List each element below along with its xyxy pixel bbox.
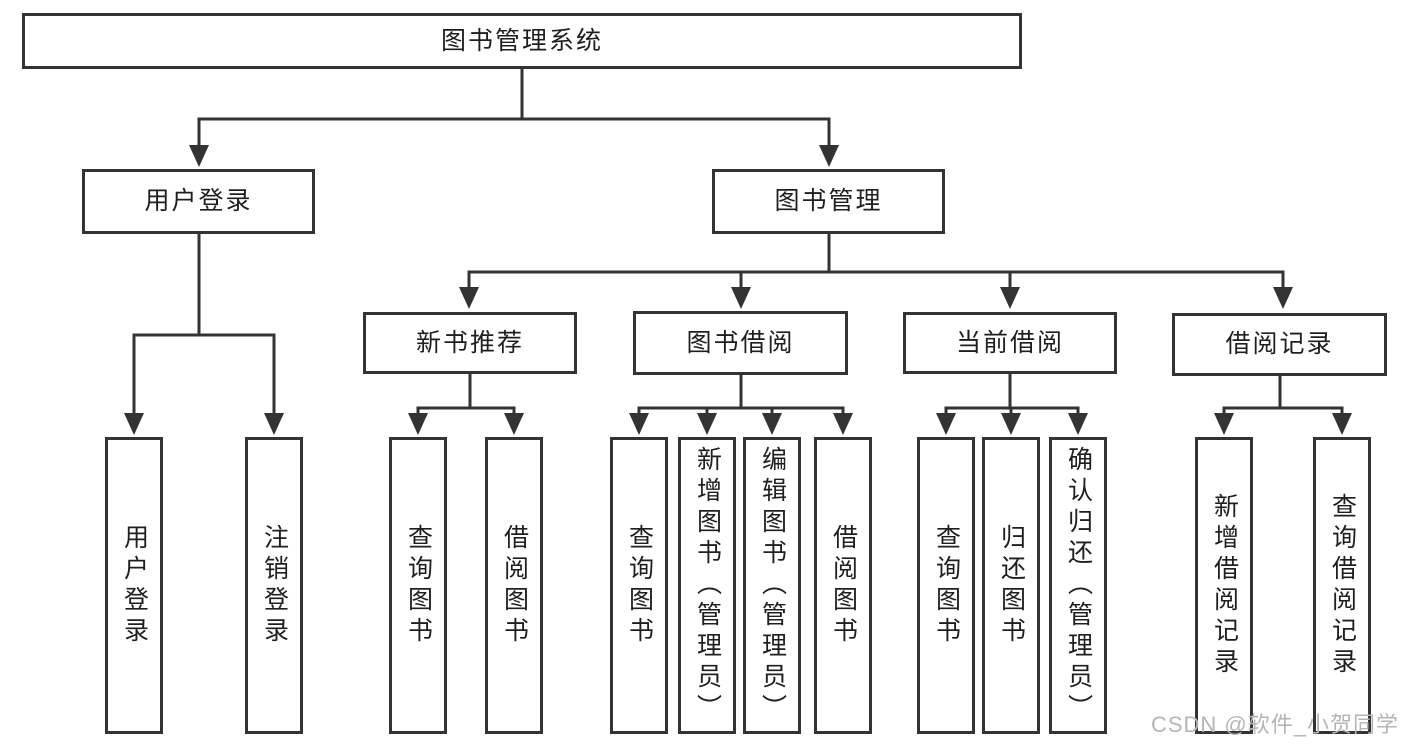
arrow-down-icon <box>629 413 649 435</box>
arrow-down-icon <box>762 413 782 435</box>
node-user-login: 用户登录 <box>82 169 315 234</box>
leaf-confirm-return-admin: 确认归还（管理员） <box>1049 437 1107 734</box>
arrow-down-icon <box>189 145 209 167</box>
arrow-down-icon <box>408 413 428 435</box>
arrow-down-icon <box>819 145 839 167</box>
leaf-label: 查询图书 <box>932 523 961 648</box>
node-label: 用户登录 <box>144 187 253 215</box>
leaf-add-books-admin: 新增图书（管理员） <box>678 437 736 734</box>
node-library-management-system: 图书管理系统 <box>22 13 1022 69</box>
leaf-return-books: 归还图书 <box>982 437 1040 734</box>
leaf-label: 确认归还（管理员） <box>1064 446 1093 725</box>
node-book-management: 图书管理 <box>712 169 945 234</box>
leaf-add-borrow-record: 新增借阅记录 <box>1195 437 1253 734</box>
node-borrowing-records: 借阅记录 <box>1172 313 1387 376</box>
node-label: 图书管理 <box>774 187 883 215</box>
node-book-borrowing: 图书借阅 <box>633 311 848 375</box>
leaf-label: 新增借阅记录 <box>1210 492 1239 679</box>
leaf-query-borrow-record: 查询借阅记录 <box>1313 437 1371 734</box>
leaf-label: 用户登录 <box>120 523 149 648</box>
leaf-query-books: 查询图书 <box>917 437 975 734</box>
node-label: 借阅记录 <box>1225 330 1334 358</box>
leaf-query-books: 查询图书 <box>389 437 447 734</box>
leaf-logout: 注销登录 <box>245 437 303 734</box>
arrow-down-icon <box>504 413 524 435</box>
arrow-down-icon <box>1214 413 1234 435</box>
arrow-down-icon <box>1001 413 1021 435</box>
arrow-down-icon <box>697 413 717 435</box>
leaf-borrow-books: 借阅图书 <box>814 437 872 734</box>
node-label: 图书管理系统 <box>440 26 603 55</box>
arrow-down-icon <box>124 413 144 435</box>
connector-paths <box>132 69 1344 415</box>
leaf-borrow-books: 借阅图书 <box>485 437 543 734</box>
node-label: 新书推荐 <box>415 328 524 357</box>
leaf-edit-books-admin: 编辑图书（管理员） <box>743 437 801 734</box>
arrow-down-icon <box>264 413 284 435</box>
arrow-down-icon <box>459 287 479 309</box>
leaf-query-books: 查询图书 <box>610 437 668 734</box>
arrow-down-icon <box>936 413 956 435</box>
arrow-down-icon <box>731 287 751 309</box>
node-label: 当前借阅 <box>955 328 1064 357</box>
leaf-label: 查询图书 <box>625 523 654 648</box>
leaf-label: 借阅图书 <box>829 523 858 648</box>
node-current-borrowing: 当前借阅 <box>903 312 1117 374</box>
leaf-label: 新增图书（管理员） <box>693 446 722 725</box>
arrow-down-icon <box>1068 413 1088 435</box>
leaf-label: 查询借阅记录 <box>1328 492 1357 679</box>
arrow-down-icon <box>833 413 853 435</box>
node-new-book-recommendation: 新书推荐 <box>363 312 577 374</box>
arrow-down-icon <box>1273 287 1293 309</box>
leaf-label: 借阅图书 <box>500 523 529 648</box>
leaf-label: 查询图书 <box>404 523 433 648</box>
leaf-label: 编辑图书（管理员） <box>758 446 787 725</box>
arrow-down-icon <box>1332 413 1352 435</box>
leaf-label: 归还图书 <box>997 523 1026 648</box>
node-label: 图书借阅 <box>686 328 795 357</box>
watermark: CSDN @软件_小贺同学 <box>1150 712 1399 737</box>
leaf-user-login: 用户登录 <box>105 437 163 734</box>
arrowheads <box>124 145 1352 435</box>
leaf-label: 注销登录 <box>260 523 289 648</box>
arrow-down-icon <box>1000 287 1020 309</box>
